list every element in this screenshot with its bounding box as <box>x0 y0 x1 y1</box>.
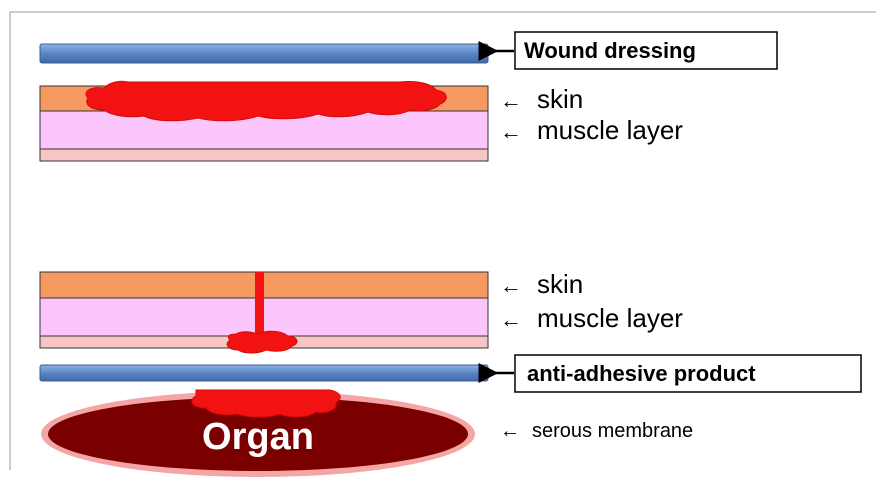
bottom-skin-label: skin <box>537 269 583 299</box>
dressing-label: Wound dressing <box>524 38 696 63</box>
bottom-panel: Organ ← skin ← muscle layer anti-adhesiv… <box>40 269 861 477</box>
top-panel: Wound dressing ← skin ← muscle layer <box>40 32 777 161</box>
bottom-blood-blot <box>227 331 297 353</box>
wound-dressing-bar <box>40 44 488 63</box>
bottom-muscle-label: muscle layer <box>537 303 683 333</box>
top-muscle-arrow: ← <box>500 119 522 144</box>
top-muscle-label: muscle layer <box>537 115 683 145</box>
top-fascia-layer <box>40 149 488 161</box>
top-skin-arrow: ← <box>500 88 522 113</box>
anti-adhesive-bar <box>40 365 488 381</box>
bottom-skin-arrow: ← <box>500 273 522 298</box>
blood-channel <box>255 272 264 342</box>
top-blood-blot <box>86 81 446 121</box>
membrane-arrow: ← <box>500 420 520 442</box>
membrane-label: serous membrane <box>532 420 693 442</box>
anti-adhesive-label: anti-adhesive product <box>527 361 756 386</box>
bottom-muscle-arrow: ← <box>500 307 522 332</box>
top-skin-label: skin <box>537 84 583 114</box>
organ-label: Organ <box>202 416 314 458</box>
